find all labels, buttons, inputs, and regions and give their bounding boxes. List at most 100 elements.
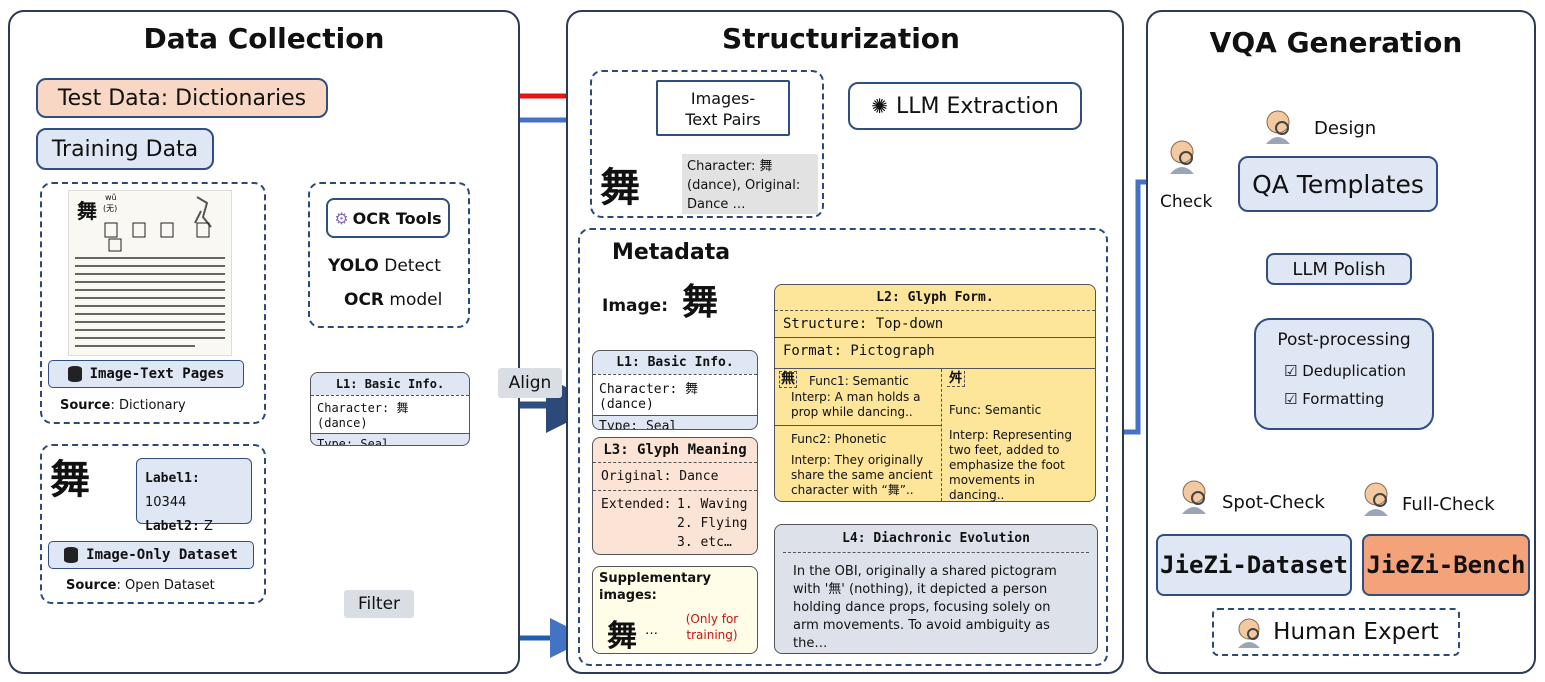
l2-components: 無 Func1: Semantic Interp: A man holds a … (775, 368, 1095, 502)
source-label: Source (60, 398, 111, 413)
l3-ext-3: 3. etc… (677, 535, 732, 550)
expert-avatar-icon (1176, 478, 1212, 514)
pair-text-box: Character: 舞 (dance), Original: Dance … (682, 154, 818, 214)
l3-ext-2: 2. Flying (677, 516, 748, 531)
l2-glyph-form-card: L2: Glyph Form. Structure: Top-down Form… (774, 284, 1096, 502)
dictionary-header-pinyin: wǔ (105, 193, 117, 202)
post-processing-label: Post-processing (1277, 330, 1411, 350)
seal-glyph-dance: 舞 (50, 456, 90, 503)
comp1-glyph: 無 (779, 371, 797, 388)
database-icon (64, 547, 79, 563)
l3-extended: Extended: 1. Waving 2. Flying 3. etc… (593, 490, 757, 550)
llm-extraction-box: ✺ LLM Extraction (848, 82, 1082, 130)
training-data-box: Training Data (36, 128, 214, 170)
qa-templates-box: QA Templates (1238, 156, 1438, 212)
metadata-group (578, 228, 1108, 666)
ocr-label: OCR (344, 290, 385, 310)
l2-func-row (775, 425, 941, 426)
l4-text: In the OBI, originally a shared pictogra… (783, 552, 1089, 653)
l1-basic-info-card: L1: Basic Info. Character: 舞 (dance) Typ… (592, 350, 758, 430)
image-text-pages-badge: Image-Text Pages (48, 360, 244, 388)
source-label: Source (66, 578, 117, 593)
l1-type: Type: Seal (593, 415, 757, 429)
detect-label: Detect (378, 256, 441, 276)
llm-polish-label: LLM Polish (1292, 258, 1386, 280)
training-data-label: Training Data (51, 136, 199, 162)
l4-head: L4: Diachronic Evolution (842, 531, 1030, 546)
model-label: model (384, 290, 443, 310)
ocr-tools-box: ⚙ OCR Tools (326, 198, 450, 238)
pair-text: Character: 舞 (dance), Original: Dance … (687, 159, 801, 212)
llm-polish-box: LLM Polish (1266, 253, 1412, 285)
formatting-item: ☑ Formatting (1284, 390, 1385, 408)
source-dictionary: Source: Dictionary (60, 398, 186, 413)
l2-func1: Func1: Semantic (809, 374, 909, 388)
image-only-dataset-label: Image-Only Dataset (86, 547, 238, 563)
image-only-dataset-group (40, 444, 266, 604)
metadata-seal-glyph: 舞 (682, 281, 719, 323)
image-text-pages-group (40, 182, 266, 424)
jiezi-dataset-label: JieZi-Dataset (1160, 551, 1348, 579)
filter-label-box: Filter (344, 590, 414, 618)
l3-glyph-meaning-card: L3: Glyph Meaning Original: Dance Extend… (592, 437, 758, 555)
l2-interp3: Interp: Representing two feet, added to … (949, 428, 1072, 502)
spot-check-label: Spot-Check (1222, 492, 1325, 513)
dictionary-header-char: 舞 (77, 199, 97, 223)
ocr-tools-label: OCR Tools (352, 208, 442, 228)
dictionary-header-note: (无) (103, 204, 118, 213)
ocr-model: OCR model (344, 290, 442, 310)
expert-avatar-icon (1164, 138, 1200, 174)
source-open-dataset: Source: Open Dataset (66, 578, 215, 593)
design-label: Design (1314, 118, 1377, 139)
post-processing-box: Post-processing ☑ Deduplication ☑ Format… (1254, 318, 1434, 430)
supp-note: (Only for training) (685, 612, 739, 642)
comp2-glyph: 舛 (947, 371, 966, 387)
jiezi-bench-label: JieZi-Bench (1366, 551, 1526, 579)
test-data-label: Test Data: Dictionaries (57, 85, 307, 111)
brain-icon: ✺ (871, 94, 888, 118)
yolo-label: YOLO (328, 256, 379, 276)
l2-interp1: Interp: A man holds a prop while dancing… (791, 390, 921, 419)
vqa-title: VQA Generation (1209, 26, 1463, 59)
l2-divider (941, 369, 942, 501)
labels-box: Label1: 10344 Label2: Z (136, 458, 252, 534)
l4-diachronic-card: L4: Diachronic Evolution In the OBI, ori… (774, 524, 1098, 654)
l1-head: L1: Basic Info. (616, 355, 734, 370)
l1-basic-info-small: L1: Basic Info. Character: 舞 (dance) Typ… (310, 372, 470, 446)
align-label: Align (508, 373, 552, 393)
l3-ext-1: 1. Waving (677, 497, 748, 512)
pairs-group (590, 70, 824, 218)
jiezi-bench-box: JieZi-Bench (1362, 534, 1530, 596)
supp-label: Supplementary images: (599, 571, 711, 603)
expert-avatar-icon (1358, 480, 1394, 516)
check-label: Check (1160, 192, 1213, 212)
image-text-pairs-label: Images- Text Pairs (685, 89, 761, 129)
qa-templates-label: QA Templates (1252, 169, 1424, 199)
human-expert-label: Human Expert (1273, 619, 1439, 645)
l2-format: Format: Pictograph (775, 337, 1095, 364)
l3-original: Original: Dance (593, 462, 757, 490)
jiezi-dataset-box: JieZi-Dataset (1156, 534, 1352, 596)
image-text-pairs-box: Images- Text Pairs (656, 80, 790, 136)
yolo-detect: YOLO Detect (328, 256, 441, 276)
dictionary-text-lines (75, 196, 225, 347)
dictionary-page-image: 舞 wǔ (无) (68, 190, 232, 356)
pair-seal-image: 舞 (596, 154, 644, 214)
image-only-dataset-badge: Image-Only Dataset (48, 541, 254, 569)
l1-character: Character: 舞 (dance) (593, 374, 757, 415)
label2-value: Z (203, 519, 213, 534)
image-text-pages-label: Image-Text Pages (89, 366, 225, 382)
supp-ellipsis: … (645, 623, 658, 638)
expert-avatar-icon (1238, 618, 1261, 648)
l1-small-type: Type: Seal (311, 433, 469, 445)
l2-func2: Func2: Phonetic (791, 432, 887, 446)
filter-label: Filter (357, 594, 401, 614)
full-check-label: Full-Check (1402, 494, 1495, 515)
expert-avatar-icon (1260, 108, 1296, 144)
l2-func3: Func: Semantic (949, 403, 1042, 417)
human-expert-box: Human Expert (1212, 608, 1460, 656)
label2-key: Label2: (145, 519, 200, 534)
structurization-title: Structurization (722, 22, 960, 55)
ocr-tools-group (308, 182, 470, 328)
data-collection-title: Data Collection (143, 22, 385, 55)
